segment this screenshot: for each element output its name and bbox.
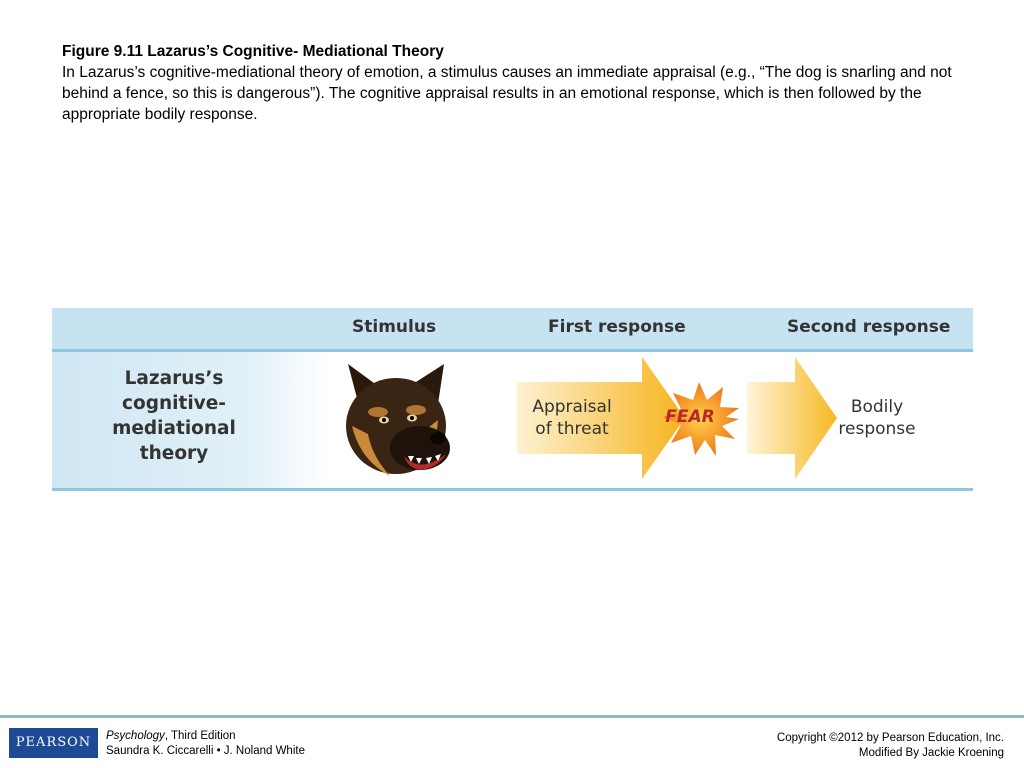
response-arrows: [517, 357, 837, 479]
theory-diagram: Stimulus First response Second response …: [52, 308, 973, 492]
second-arrow: [747, 357, 837, 479]
appraisal-line-2: of threat: [535, 419, 609, 439]
column-header-first-response: First response: [548, 317, 686, 337]
book-edition: , Third Edition: [164, 730, 236, 742]
row-label-line-1: Lazarus’s: [124, 368, 224, 389]
appraisal-line-1: Appraisal: [532, 397, 612, 417]
fear-label: FEAR: [665, 407, 715, 427]
book-info: Psychology, Third Edition Saundra K. Cic…: [106, 729, 305, 759]
header-divider: [52, 349, 973, 352]
row-label: Lazarus’s cognitive-mediational theory: [64, 366, 284, 466]
snarling-dog-icon: [346, 364, 450, 476]
column-header-stimulus: Stimulus: [352, 317, 437, 337]
pearson-logo: PEARSON: [9, 728, 98, 758]
row-label-line-2: cognitive-mediational: [112, 393, 236, 439]
appraisal-label: Appraisal of threat: [522, 396, 622, 440]
figure-caption: Figure 9.11 Lazarus’s Cognitive- Mediati…: [62, 41, 972, 125]
first-arrow: [517, 357, 685, 479]
header-band: [52, 308, 973, 349]
book-title-line: Psychology, Third Edition: [106, 729, 305, 744]
bottom-divider: [52, 488, 973, 491]
modified-by-text: Modified By Jackie Kroening: [858, 747, 1004, 759]
copyright-block: Copyright ©2012 by Pearson Education, In…: [777, 731, 1004, 761]
caption-body: In Lazarus’s cognitive-mediational theor…: [62, 64, 952, 123]
footer-divider: [0, 715, 1024, 718]
row-label-line-3: theory: [139, 443, 209, 464]
book-authors: Saundra K. Ciccarelli • J. Noland White: [106, 745, 305, 757]
copyright-text: Copyright ©2012 by Pearson Education, In…: [776, 732, 1004, 744]
fear-burst: [663, 382, 739, 456]
bodily-line-2: response: [838, 419, 916, 439]
column-header-second-response: Second response: [787, 317, 951, 337]
caption-title: Figure 9.11 Lazarus’s Cognitive- Mediati…: [62, 43, 444, 60]
book-title: Psychology: [106, 730, 165, 742]
bodily-line-1: Bodily: [850, 397, 904, 417]
bodily-response-label: Bodily response: [824, 396, 930, 440]
